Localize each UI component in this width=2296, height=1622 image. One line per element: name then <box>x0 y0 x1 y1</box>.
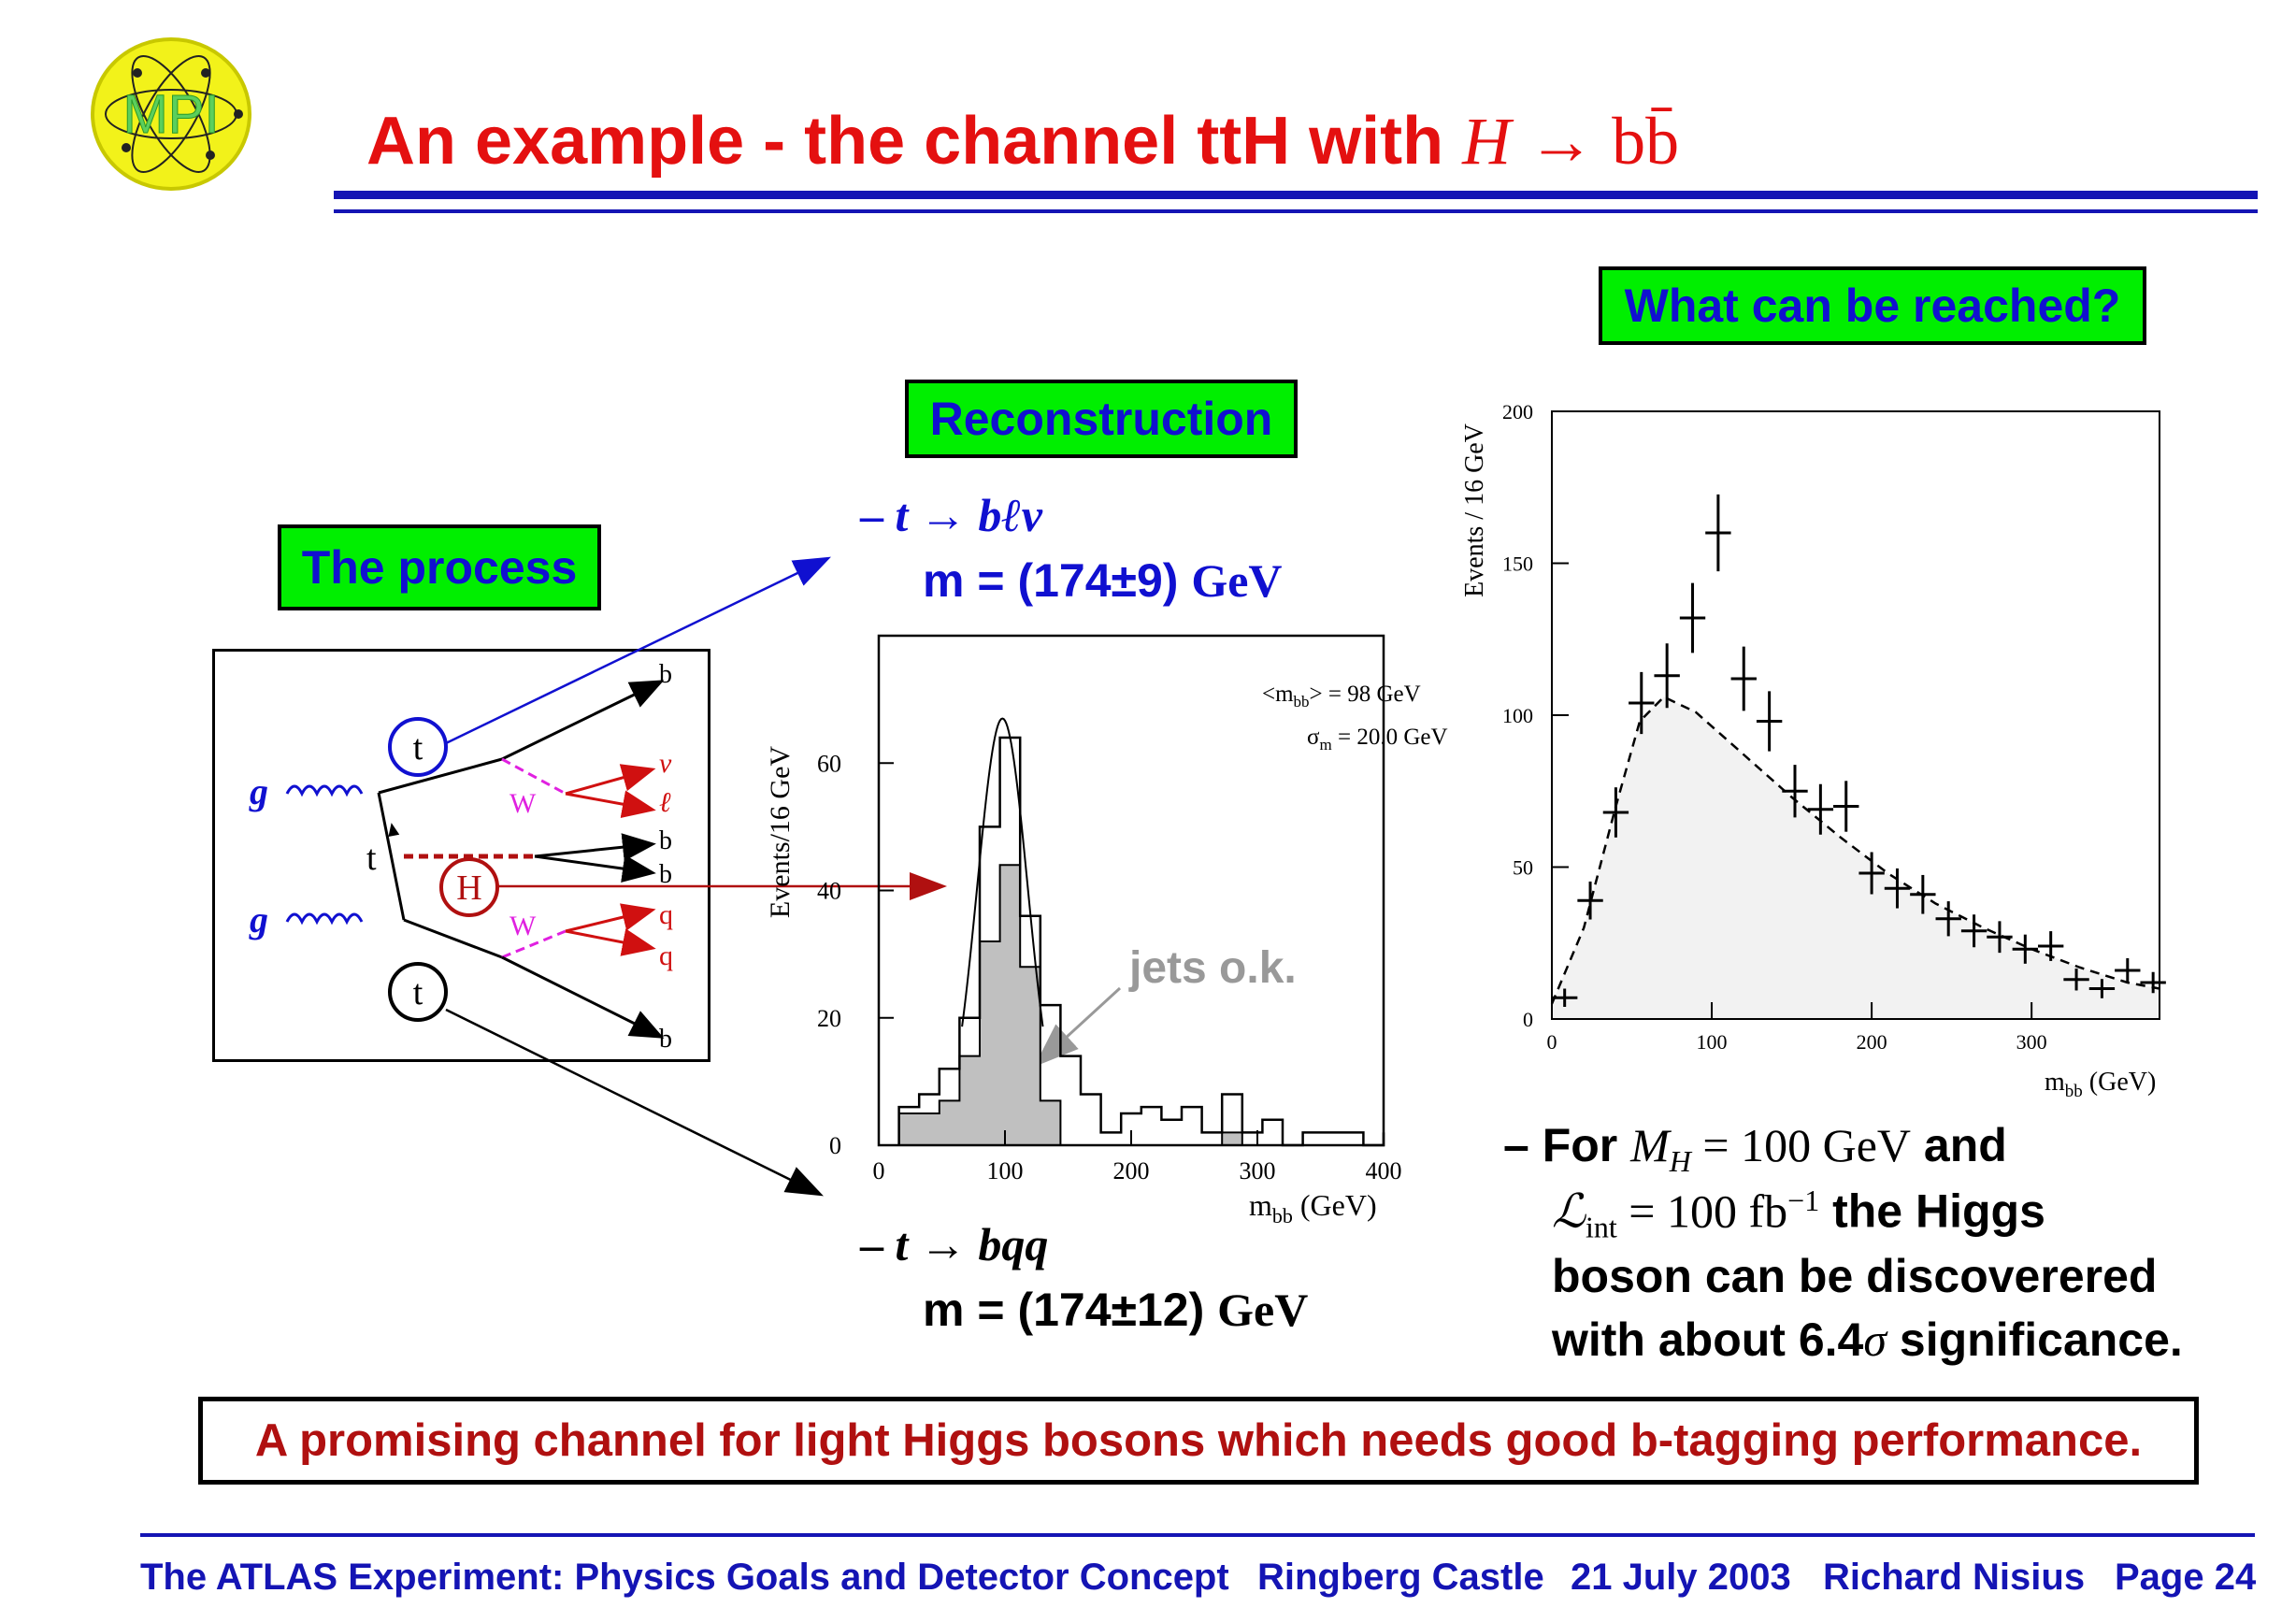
hist-x-tick-label: 100 <box>987 1157 1024 1184</box>
mass-histogram-chart: Events/16 GeV 0 100 200 300 400 0 20 40 60 <mbb>… <box>748 617 1448 1234</box>
top-quark-lower-circle <box>388 962 448 1022</box>
hist-x-axis-label: mbb (GeV) <box>1249 1188 1377 1227</box>
reach-line-4: with about 6.4σ significance. <box>1552 1313 2183 1366</box>
footer-talk-title: The ATLAS Experiment: Physics Goals and … <box>140 1557 1229 1598</box>
b-upper-line <box>501 680 665 761</box>
top-quark-upper-label: t <box>413 728 423 768</box>
top-propagator-line <box>377 792 406 921</box>
b-label-3: b <box>659 860 672 889</box>
reach-y-tick-label: 200 <box>1502 400 1533 423</box>
title-math-arrow: → <box>1511 104 1613 179</box>
w-upper-line <box>501 757 567 796</box>
hist-y-tick-label: 0 <box>829 1132 841 1159</box>
reach-y-tick-label: 0 <box>1523 1008 1533 1031</box>
discovery-chart: Events / 16 GeV 0 100 200 300 0 50 100 150 200 m… <box>1449 393 2197 1103</box>
decay-hadronic-formula: t → bqq <box>895 1218 1049 1270</box>
slide-title: An example - the channel ttH with H → bb… <box>366 103 1679 180</box>
b-higgs-line-2 <box>534 854 656 883</box>
reach-x-tick-label: 0 <box>1547 1030 1557 1054</box>
footer-author: Richard Nisius <box>1823 1557 2086 1598</box>
reach-y-tick-label: 100 <box>1502 704 1533 727</box>
footer-rule <box>140 1533 2255 1537</box>
w-lower-label: W <box>509 911 537 941</box>
reach-box: What can be reached? <box>1599 266 2146 345</box>
q-line-1 <box>565 903 656 933</box>
footer-venue: Ringberg Castle <box>1257 1557 1544 1598</box>
mass-leptonic: m = (174±9) GeV <box>923 554 1283 607</box>
hist-x-tick-label: 300 <box>1240 1157 1276 1184</box>
arrow-jets-ok <box>1034 986 1122 1068</box>
hist-y-axis-label: Events/16 GeV <box>765 746 796 918</box>
hist-y-tick-label: 40 <box>817 878 841 905</box>
top-propagator-label: t <box>366 839 377 878</box>
reach-line-2: ℒint = 100 fb−1 the Higgs <box>1552 1184 2045 1244</box>
reach-line-3: boson can be discoverered <box>1552 1250 2158 1302</box>
feynman-diagram: g g t t t b W ν ℓ H b b W q q <box>212 649 710 1062</box>
w-upper-label: W <box>509 788 537 819</box>
b-label-2: b <box>659 826 672 855</box>
reach-x-axis-label: mbb (GeV) <box>2045 1068 2156 1101</box>
nu-label: ν <box>659 748 672 779</box>
hist-y-tick-label: 20 <box>817 1005 841 1032</box>
reach-x-tick-label: 200 <box>1857 1030 1887 1054</box>
b-lower-line <box>501 955 665 1039</box>
hist-annotation-mean: <mbb> = 98 GeV <box>1262 682 1421 711</box>
b-label-1: b <box>659 660 672 689</box>
reach-x-tick-label: 100 <box>1697 1030 1728 1054</box>
hist-gaussian-fit <box>961 717 1044 1027</box>
b-higgs-line-1 <box>534 833 656 862</box>
reach-background-fill <box>1552 696 2160 1019</box>
footer-page-number: Page 24 <box>2115 1557 2257 1598</box>
hist-x-tick-label: 400 <box>1366 1157 1402 1184</box>
reach-background-curve <box>1550 695 2160 1005</box>
reach-line-1: – For MH = 100 GeV and <box>1503 1119 2007 1178</box>
reach-y-axis-label: Events / 16 GeV <box>1460 423 1489 597</box>
atom-logo-icon: MPI <box>91 37 251 191</box>
mass-hadronic: m = (174±12) GeV <box>923 1284 1309 1336</box>
reach-x-tick-label: 300 <box>2016 1030 2047 1054</box>
decay-hadronic: – t → bqq <box>860 1218 1049 1270</box>
logo-text: MPI <box>122 84 219 145</box>
gluon-label-bottom: g <box>249 898 268 940</box>
gluon-top-line <box>285 784 364 797</box>
w-lower-line <box>501 929 567 959</box>
top-quark-lower-label: t <box>413 973 423 1012</box>
conclusion-banner: A promising channel for light Higgs boso… <box>198 1397 2199 1485</box>
mpi-logo: MPI <box>89 36 253 193</box>
title-text: An example - the channel ttH with <box>366 104 1463 179</box>
higgs-label: H <box>456 868 481 908</box>
reconstruction-box: Reconstruction <box>905 380 1298 458</box>
q-label-2: q <box>659 940 673 971</box>
q-line-2 <box>565 928 656 956</box>
arrow-top-to-hadronic <box>445 1008 824 1197</box>
reach-y-tick-label: 50 <box>1513 856 1533 880</box>
hist-x-tick-label: 0 <box>873 1157 885 1184</box>
top-out-upper-line <box>378 757 503 795</box>
hist-y-tick-label: 60 <box>817 750 841 777</box>
gluon-label-top: g <box>249 770 268 812</box>
title-math-bb: bb̄ <box>1612 104 1680 179</box>
q-label-1: q <box>659 899 673 930</box>
top-quark-upper-circle <box>388 717 448 777</box>
jets-ok-label: jets o.k. <box>1129 943 1297 993</box>
gluon-bottom-line <box>285 912 364 926</box>
lepton-label: ℓ <box>659 787 671 818</box>
process-box: The process <box>278 524 601 610</box>
title-rule-thin <box>334 209 2258 213</box>
arrow-top-to-leptonic <box>445 556 832 745</box>
b-label-4: b <box>659 1025 672 1054</box>
lepton-line <box>565 790 656 818</box>
hist-annotation-sigma: σm = 20.0 GeV <box>1307 725 1448 754</box>
nu-line <box>565 764 656 796</box>
top-out-lower-line <box>403 918 503 959</box>
reach-y-tick-label: 150 <box>1502 553 1533 576</box>
decay-leptonic: – t → bℓν <box>860 489 1042 541</box>
footer-date: 21 July 2003 <box>1571 1557 1791 1598</box>
title-rule-thick <box>334 191 2258 199</box>
title-math-h: H <box>1462 104 1512 179</box>
decay-leptonic-formula: t → bℓν <box>895 489 1042 541</box>
hist-signal-filled <box>897 864 1384 1146</box>
hist-x-tick-label: 200 <box>1113 1157 1150 1184</box>
